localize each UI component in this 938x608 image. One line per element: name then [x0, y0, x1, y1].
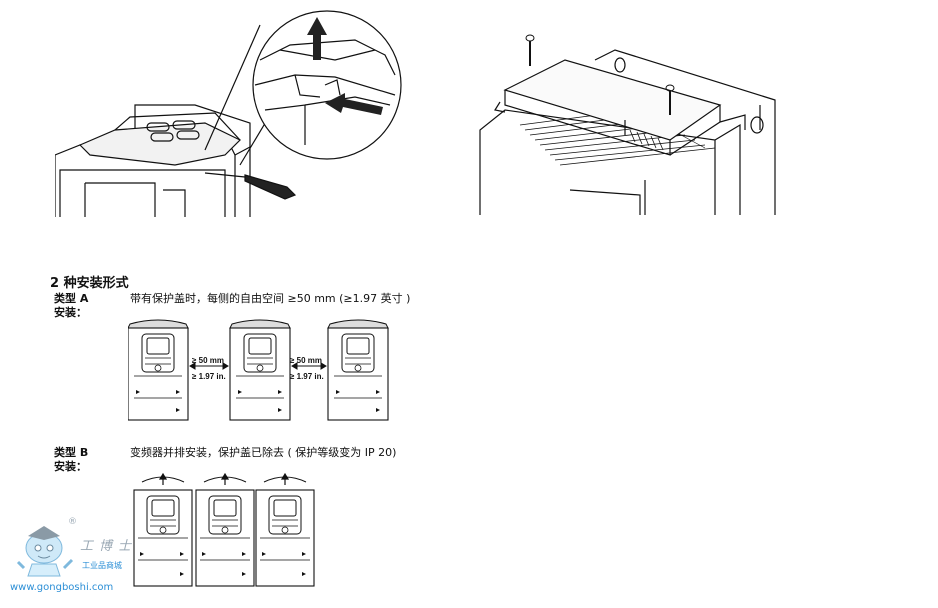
watermark-brand: 工博士 [80, 539, 138, 554]
arrow-up-icon [307, 17, 327, 60]
type-a-diagram: ≥ 50 mm ≥ 1.97 in. ≥ 50 mm ≥ 1.97 in. [128, 318, 428, 423]
registered-mark: ® [68, 517, 77, 527]
watermark-subtitle: 工业品商城 [82, 561, 122, 570]
type-b-label: 类型 B 安装： [54, 446, 89, 473]
gap-mm-label: ≥ 50 mm [192, 356, 224, 365]
cover-removal-illustration [55, 10, 402, 217]
type-b-diagram [130, 472, 320, 590]
type-a-description: 带有保护盖时，每侧的自由空间 ≥50 mm (≥1.97 英寸 ) [130, 292, 411, 305]
arrow-left-icon [325, 93, 383, 115]
gap-in-label: ≥ 1.97 in. [192, 372, 226, 381]
section-title: 2 种安装形式 [50, 276, 129, 291]
gap-in-label: ≥ 1.97 in. [290, 372, 324, 381]
mascot-logo [16, 526, 74, 577]
screw-icon [525, 34, 535, 66]
screw-icon [665, 84, 675, 115]
type-b-description: 变频器并排安装，保护盖已除去 ( 保护等级变为 IP 20) [130, 446, 397, 459]
watermark-url: www.gongboshi.com [10, 582, 114, 593]
type-a-label: 类型 A 安装： [54, 292, 89, 319]
mounting-plate-illustration [479, 34, 776, 215]
gap-mm-label: ≥ 50 mm [290, 356, 322, 365]
